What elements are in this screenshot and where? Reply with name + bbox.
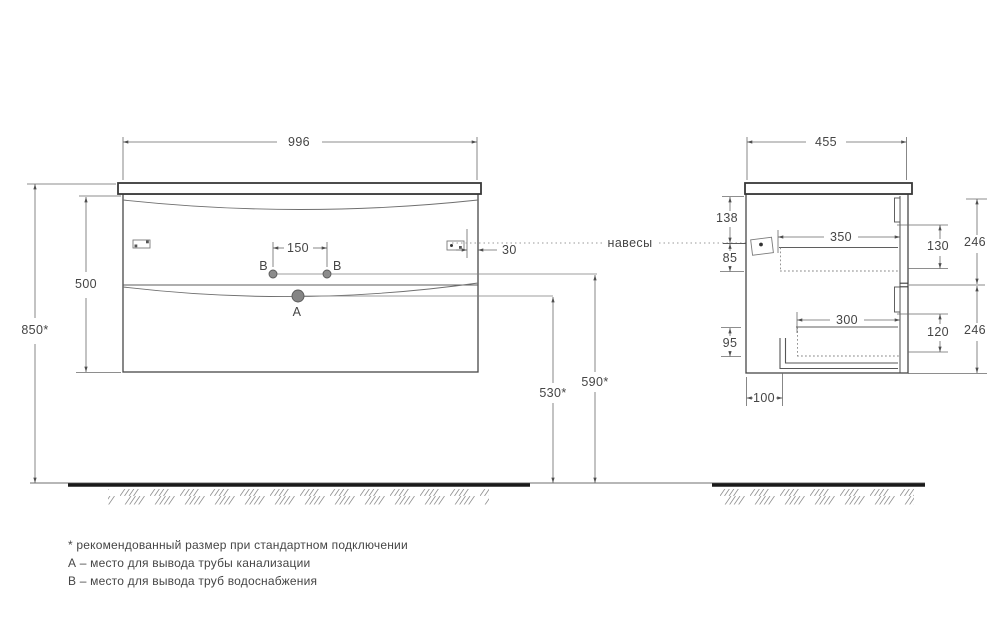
side-cabinet-body	[745, 193, 909, 374]
front-cabinet-body	[122, 193, 479, 373]
footnote-a: А – место для вывода трубы канализации	[68, 556, 310, 570]
leader-label-hangers: навесы	[608, 236, 653, 250]
side-top-handle	[894, 197, 901, 223]
dim-label-120: 120	[927, 325, 949, 339]
dim-label-850: 850*	[21, 323, 48, 337]
dim-label-138: 138	[716, 211, 738, 225]
dim-label-95: 95	[723, 336, 738, 350]
dim-label-30: 30	[502, 243, 517, 257]
label-b-right: B	[333, 259, 342, 273]
side-dimensions	[720, 137, 987, 406]
dim-label-455: 455	[815, 135, 837, 149]
front-view: B B A	[117, 182, 597, 373]
footnote-asterisk: * рекомендованный размер при стандартном…	[68, 538, 408, 552]
side-bottom-handle	[894, 286, 901, 313]
side-view	[744, 182, 913, 374]
label-a: A	[293, 305, 302, 319]
front-dimensions	[27, 137, 497, 483]
dim-label-350: 350	[830, 230, 852, 244]
floor-hatch-right	[716, 489, 914, 505]
supply-hole-right	[322, 269, 332, 279]
dim-label-100: 100	[753, 391, 775, 405]
ground	[30, 482, 925, 505]
trap-pipe-outer	[779, 338, 898, 370]
dim-label-590: 590*	[581, 375, 608, 389]
label-b-left: B	[259, 259, 268, 273]
footnotes: * рекомендованный размер при стандартном…	[68, 538, 408, 588]
dim-label-246-bottom: 246	[964, 323, 986, 337]
front-top-drawer-curve	[122, 199, 479, 210]
dim-label-246-top: 246	[964, 235, 986, 249]
dim-label-996: 996	[288, 135, 310, 149]
drain-hole	[291, 289, 305, 303]
floor-hatch-left	[108, 489, 489, 505]
footnote-b: В – место для вывода труб водоснабжения	[68, 574, 317, 588]
front-countertop	[117, 182, 482, 195]
hangers-leader	[452, 242, 760, 244]
dim-label-300: 300	[836, 313, 858, 327]
dim-label-85: 85	[723, 251, 738, 265]
supply-hole-left	[268, 269, 278, 279]
trap-pipe-inner	[784, 338, 898, 364]
height-dimensions	[551, 275, 597, 483]
dim-label-150: 150	[287, 241, 309, 255]
side-hanger	[750, 236, 774, 256]
dim-label-130: 130	[927, 239, 949, 253]
dim-label-500: 500	[75, 277, 97, 291]
front-hanger-left	[132, 239, 151, 249]
front-hanger-right	[446, 240, 465, 251]
side-countertop	[744, 182, 913, 195]
dim-label-530: 530*	[539, 386, 566, 400]
